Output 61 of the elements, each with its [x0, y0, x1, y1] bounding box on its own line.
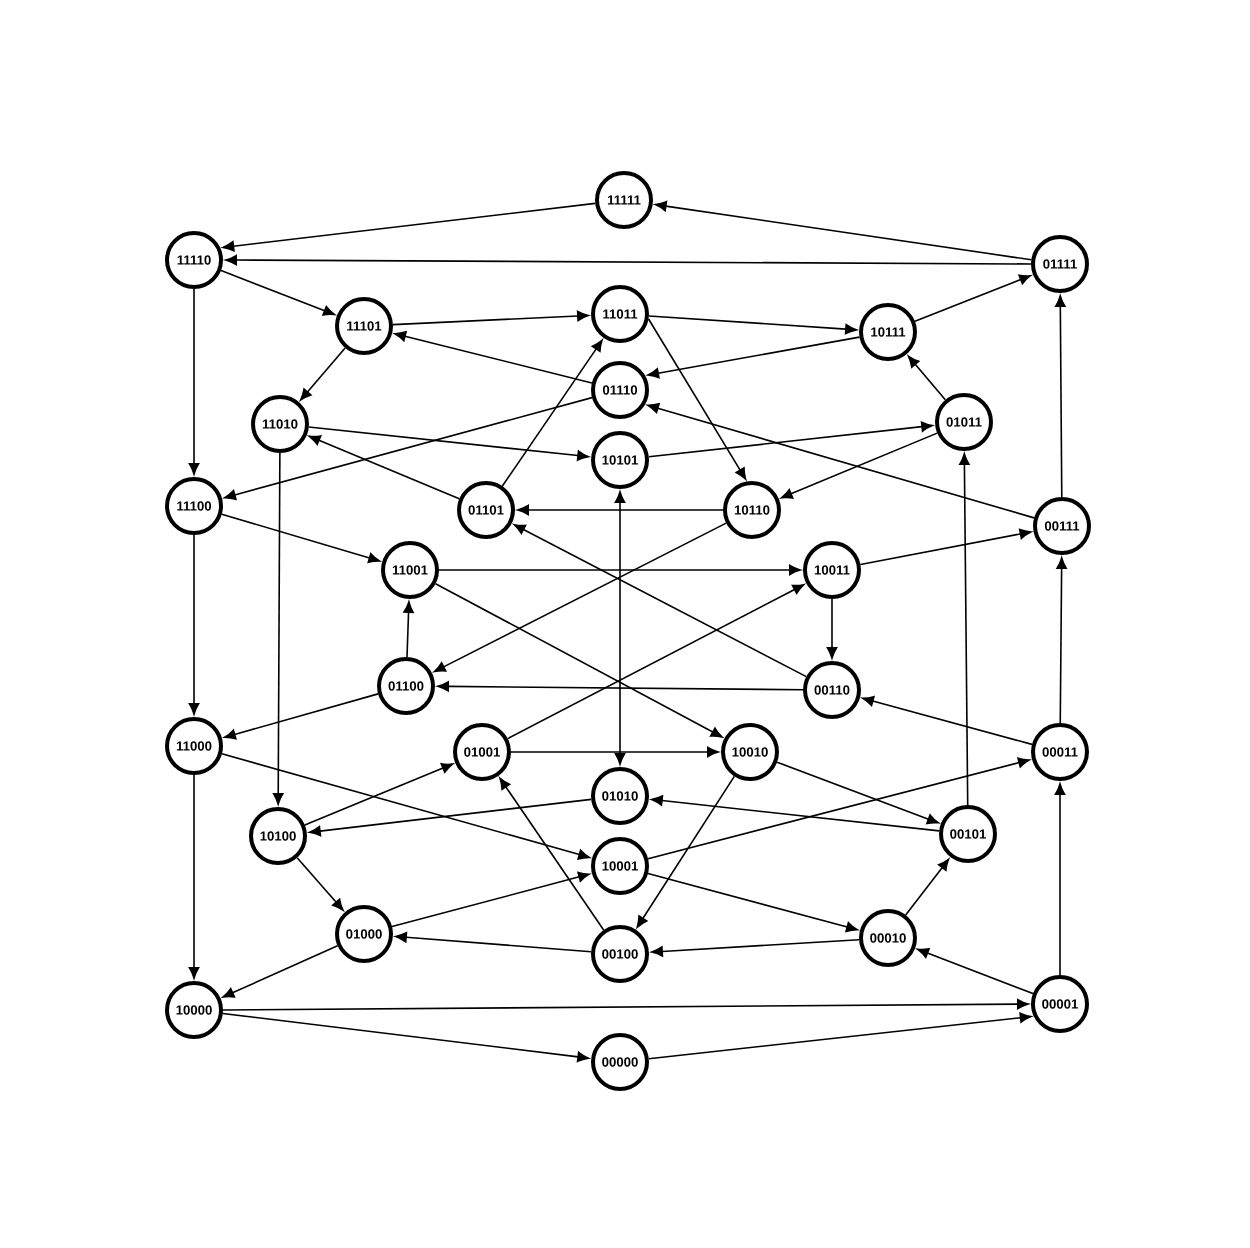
arrow: [654, 200, 1033, 261]
arrow: [299, 347, 346, 401]
arrow: [859, 528, 1032, 566]
arrow: [222, 1012, 590, 1063]
arrow: [1055, 295, 1066, 498]
arrow: [1054, 783, 1066, 976]
arrow: [221, 513, 381, 564]
arrow: [188, 534, 200, 715]
arrow: [394, 331, 593, 384]
arrow: [914, 274, 1032, 323]
arrow: [188, 774, 200, 979]
arrow: [304, 763, 454, 826]
arrow: [648, 421, 934, 458]
arrow: [648, 315, 857, 335]
arrow: [651, 938, 860, 957]
arrow: [776, 761, 939, 825]
arrow: [917, 948, 1034, 995]
arrow: [1056, 557, 1067, 724]
arrow: [904, 858, 950, 916]
arrow: [221, 753, 591, 860]
arrow: [907, 355, 947, 401]
arrow: [225, 254, 1032, 266]
arrow: [647, 336, 861, 379]
arrow: [224, 396, 593, 501]
arrow: [636, 775, 736, 928]
arrow: [826, 598, 838, 659]
arrow: [433, 522, 727, 673]
arrow: [392, 310, 589, 326]
arrow: [780, 432, 938, 499]
arrow: [862, 695, 1033, 746]
arrow: [437, 681, 804, 692]
arrow: [506, 583, 805, 740]
arrow: [959, 453, 970, 806]
arrow: [513, 523, 808, 678]
arrow: [647, 872, 858, 933]
arrow: [501, 339, 603, 487]
arrow: [391, 871, 590, 928]
arrow: [308, 426, 590, 461]
arrow: [438, 564, 801, 576]
arrow: [647, 403, 1035, 519]
arrow: [434, 582, 723, 738]
arrow: [510, 746, 719, 758]
arrow: [647, 757, 1030, 860]
arrow: [647, 318, 747, 480]
arrow: [222, 945, 339, 998]
arrow: [650, 795, 940, 832]
arrow: [223, 693, 379, 740]
arrow: [272, 452, 284, 805]
arrow: [188, 288, 200, 475]
arrow: [222, 202, 596, 252]
arrow: [499, 777, 605, 931]
arrow: [648, 1012, 1032, 1060]
arrow: [220, 269, 336, 316]
arrow: [308, 435, 461, 500]
arrow: [517, 504, 724, 516]
arrow: [296, 857, 344, 911]
arrow: [403, 601, 414, 658]
arrow: [222, 998, 1029, 1011]
arrow: [614, 491, 626, 765]
arrow: [308, 798, 592, 837]
arrow: [395, 932, 592, 953]
